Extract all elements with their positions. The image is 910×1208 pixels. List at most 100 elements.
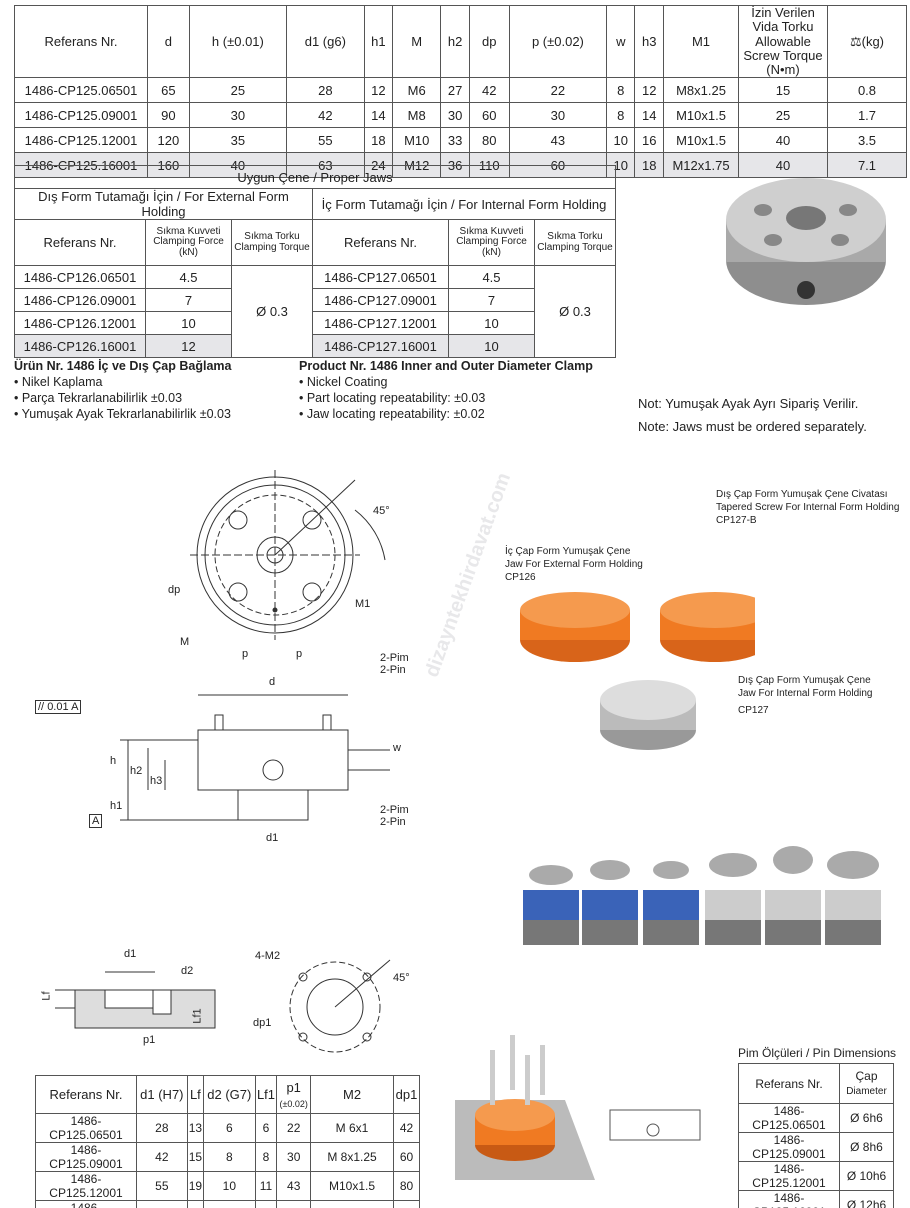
desc-title: Ürün Nr. 1486 İç ve Dış Çap Bağlama [14,359,232,373]
col-header: M1 [663,4,739,79]
table-cell: 1486-CP127.16001 [312,334,449,358]
table-cell: 80 [468,127,510,154]
m1-label: M1 [355,598,371,610]
table-cell: 10 [606,127,636,154]
assembly-illustration [520,592,755,750]
table-cell: 10 [448,311,535,335]
table-cell: 42 [393,1113,420,1143]
table-cell: 6 [254,1113,278,1143]
table-cell: 43 [276,1171,312,1201]
table-cell: M10x1.5 [663,102,739,129]
table-cell: 1486-CP126.12001 [14,311,146,335]
table-cell: 14 [634,102,664,129]
col-header: Referans Nr. [14,219,146,266]
col-header: h3 [634,4,664,79]
note-tr: Not: Yumuşak Ayak Ayrı Sipariş Verilir. [638,396,859,411]
d1-label: d1 [266,832,279,844]
weight-label: (kg) [861,33,885,49]
table-cell: 11 [254,1171,278,1201]
table-cell: 1486-CP125.06501 [35,1113,137,1143]
table-cell: 1486-CP125.09001 [738,1132,840,1162]
col-header: M2 [310,1075,395,1114]
table-cell: 12 [203,1200,256,1208]
table-cell: 1486-CP125.09001 [14,102,148,129]
table-cell: 7 [448,288,535,312]
scale-icon: ⚖ [849,33,862,49]
table-header: Referans Nr. d h (±0.01) d1 (g6) h1 M h2… [14,4,907,79]
table-cell: 60 [468,102,510,129]
table-cell: 1486-CP127.12001 [312,311,449,335]
jaws-table: Uygun Çene / Proper Jaws Dış Form Tutama… [14,165,616,358]
table-cell: 63 [136,1200,188,1208]
table-cell: Ø 8h6 [839,1132,894,1162]
table-cell: 22 [508,77,608,104]
int-tr: Dış Çap Form Yumuşak Çene [738,675,871,686]
table-cell: M8 [392,102,442,129]
table-cell: 30 [276,1142,312,1172]
table-cell: 14 [363,102,394,129]
table-cell: 25 [186,1200,205,1208]
note-en: Note: Jaws must be ordered separately. [638,419,867,434]
table-cell: 0.8 [827,77,907,104]
jaws-title: Uygun Çene / Proper Jaws [14,165,616,189]
table-cell: 8 [606,77,636,104]
ext-code: CP126 [505,572,536,583]
table-cell: Ø 10h6 [839,1161,894,1191]
col-header: Lf [186,1075,205,1114]
table-cell: 1486-CP125.06501 [738,1103,840,1133]
description-tr: Ürün Nr. 1486 İç ve Dış Çap Bağlama • Ni… [14,358,231,422]
table-cell: 90 [147,102,190,129]
table-cell: Ø 12h6 [839,1190,894,1208]
screw-tr: Dış Çap Form Yumuşak Çene Civatası [716,489,888,500]
table-cell: 27 [440,77,470,104]
table-cell: 16 [634,127,664,154]
table-cell: 1486-CP126.16001 [14,334,146,358]
datum-ref: A [71,701,79,713]
m2-pattern-drawing [289,959,391,1053]
table-cell: 1486-CP125.12001 [14,127,148,154]
lf1-label: Lf1 [191,1008,204,1024]
table-cell: 110 [393,1200,420,1208]
col-header: dp [468,4,510,79]
dia-header: Diameter [846,1086,887,1098]
desc-item: • Yumuşak Ayak Tekrarlanabilirlik ±0.03 [14,407,231,421]
parallel-symbol: // [38,701,45,713]
table-cell: 1486-CP125.09001 [35,1142,137,1172]
table-cell: 65 [147,77,190,104]
table-cell: Ø 6h6 [839,1103,894,1133]
col-header: p1(±0.02) [276,1075,312,1114]
description-en: Product Nr. 1486 Inner and Outer Diamete… [299,358,593,422]
h-label: h [110,755,117,767]
table-cell: M12x1.75 [310,1200,395,1208]
table-cell: 40 [738,152,828,179]
desc-item: • Parça Tekrarlanabilirlik ±0.03 [14,391,183,405]
table-cell: 1486-CP125.06501 [14,77,148,104]
table-cell: 1486-CP125.16001 [738,1190,840,1208]
table-cell: 1486-CP125.12001 [35,1171,137,1201]
table-cell: M12x1.75 [663,152,739,179]
table-cell: 30 [188,102,288,129]
table-cell: 12 [634,77,664,104]
desc-item: • Jaw locating repeatability: ±0.02 [299,407,485,421]
table-cell: 1.7 [827,102,907,129]
table-cell: 8 [254,1142,278,1172]
col-header: Referans Nr. [35,1075,137,1114]
top-view-drawing [190,470,386,640]
cap-header: Çap [855,1069,878,1084]
table-cell: 10 [448,334,535,358]
col-header: Sıkma Kuvveti Clamping Force (kN) [145,219,232,266]
table-cell: 35 [188,127,288,154]
table-cell: 1486-CP126.06501 [14,265,146,289]
table-cell: 25 [188,77,288,104]
table-cell: 10 [203,1171,256,1201]
pin-en: 2-Pin [380,664,406,676]
lf-label: Lf [40,991,53,1001]
table-cell: 18 [634,152,664,179]
